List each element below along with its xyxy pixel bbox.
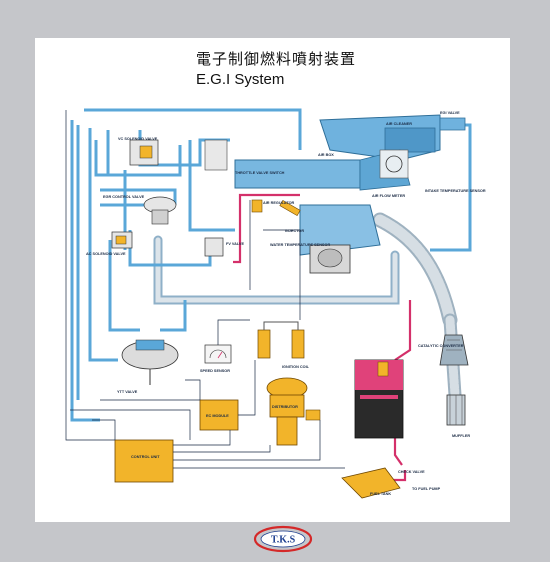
label-egr-control-valve: EGR CONTROL VALVE [103,195,145,199]
speed-sensor-gauge [204,344,232,364]
label-fv-valve: FV VALVE [226,242,244,246]
label-throttle-valve-switch: THROTTLE VALVE SWITCH [235,171,285,175]
label-air-flow-meter: AIR FLOW METER [372,194,405,198]
label-intake-temperature-sensor: INTAKE TEMPERATURE SENSOR [425,189,486,193]
label-to-fuel-pump: TO FUEL PUMP [412,487,441,491]
muffler [446,394,466,426]
ytt-valve [121,339,179,385]
control-unit-box [114,439,174,483]
label-control-unit: CONTROL UNIT [131,455,160,459]
label-vc-solenoid-valve: VC SOLENOID VALVE [118,137,158,141]
label-ytt-valve: YTT VALVE [117,390,138,394]
label-ignition-coil: IGNITION COIL [282,365,310,369]
fuel-tank [341,467,401,499]
air-intake-assembly [204,114,466,191]
catalytic-converter [439,334,469,366]
ignition-coils [257,321,305,359]
battery [354,359,404,439]
ac-solenoid-valve [111,231,133,249]
title-english: E.G.I System [196,71,285,88]
label-fuel-tank: FUEL TANK [370,492,391,496]
label-air-regulator: AIR REGULATOR [263,201,295,205]
label-ac-solenoid-valve: AC SOLENOID VALVE [86,252,126,256]
label-air-box: AIR BOX [318,153,334,157]
egr-control-valve [143,196,177,225]
label-egi-valve: EGI VALVE [440,111,460,115]
label-catalytic-converter: CATALYTIC CONVERTER [418,344,464,348]
air-pipes [70,108,472,422]
title-japanese: 電子制御燃料噴射装置 [196,50,357,68]
vc-solenoid-valve [129,139,159,166]
label-injector: INJECTOR [285,229,304,233]
label-distributor: DISTRIBUTOR [272,405,298,409]
label-ec-module: EC MODULE [206,414,229,418]
tks-logo: T.K.S [253,525,313,553]
label-speed-sensor: SPEED SENSOR [200,369,230,373]
logo-text: T.K.S [271,535,296,546]
label-water-temperature-sensor: WATER TEMPERATURE SENSOR [270,243,330,247]
ec-module-box [199,399,239,431]
engine-block [251,199,381,274]
distributor [266,377,321,446]
label-check-valve: CHECK VALVE [398,470,425,474]
fv-valve [204,237,224,257]
label-muffler: MUFFLER [452,434,470,438]
label-air-cleaner: AIR CLEANER [386,122,412,126]
title-block: 電子制御燃料噴射装置 E.G.I System [196,48,356,88]
wiring [65,110,345,469]
